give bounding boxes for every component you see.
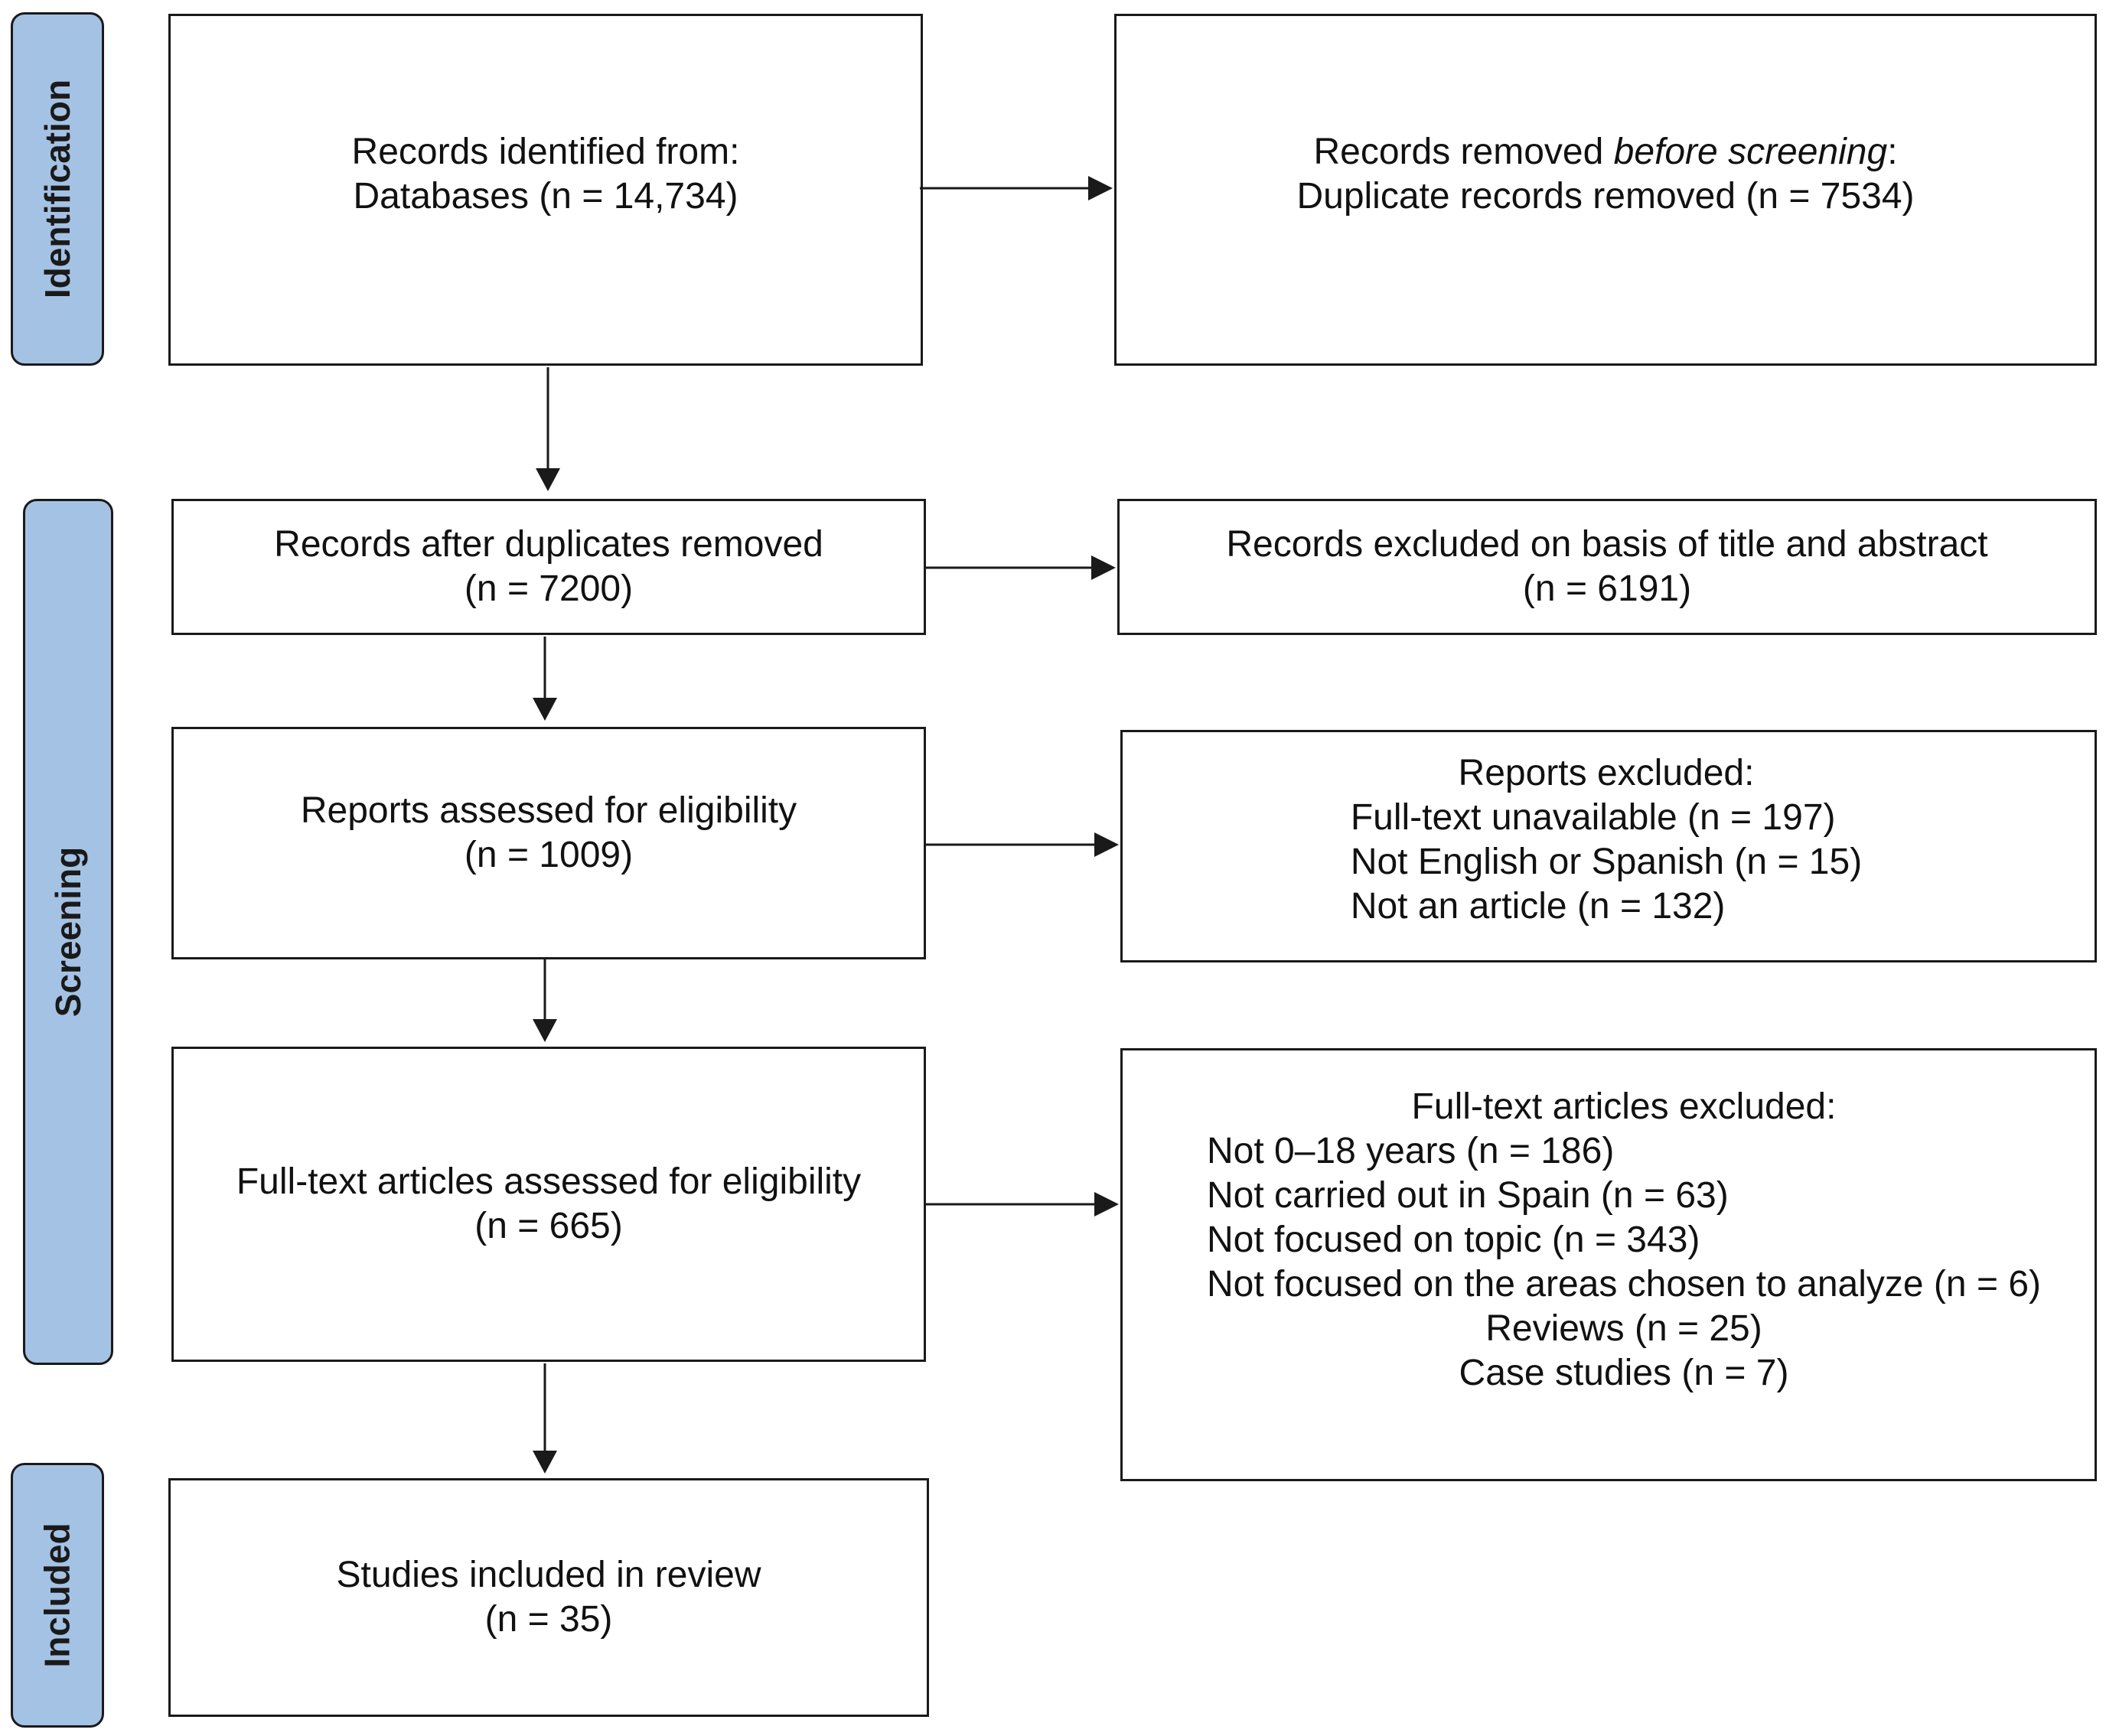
fulltext-excluded-item-centered: Case studies (n = 7) [1459,1353,1789,1393]
arrowhead-right [1088,176,1113,200]
box-records-removed-before-screening: Records removed before screening: Duplic… [1114,14,2097,366]
after-duplicates-line1: Records after duplicates removed [274,524,823,565]
studies-included-line1: Studies included in review [336,1555,761,1595]
records-identified-line1: Records identified from: [351,132,740,172]
records-removed-line1: Records removed before screening: [1313,130,1897,174]
fulltext-excluded-item-centered: Reviews (n = 25) [1485,1308,1762,1349]
fulltext-excluded-item: Not 0–18 years (n = 186) [1206,1131,1615,1171]
box-fulltext-excluded: Full-text articles excluded: Not 0–18 ye… [1120,1048,2097,1481]
arrowhead-right [1091,555,1116,580]
reports-assessed-line1: Reports assessed for eligibility [300,790,797,831]
reports-excluded-item: Not English or Spanish (n = 15) [1350,842,1863,882]
arrowhead-right [1094,1192,1119,1217]
arrowhead-down [536,468,560,491]
box-fulltext-assessed: Full-text articles assessed for eligibil… [171,1047,926,1362]
reports-assessed-line2: (n = 1009) [464,835,634,875]
excluded-title-abstract-line2: (n = 6191) [1522,568,1692,609]
records-removed-line2: Duplicate records removed (n = 7534) [1296,176,1915,217]
records-identified-line2: Databases (n = 14,734) [353,176,738,217]
fulltext-excluded-item: Not focused on topic (n = 343) [1206,1220,1700,1260]
records-removed-suffix: : [1887,132,1898,172]
records-removed-italic: before screening [1613,132,1888,172]
arrowhead-down [533,1451,557,1474]
box-reports-excluded: Reports excluded: Full-text unavailable … [1120,730,2097,962]
studies-included-line2: (n = 35) [484,1599,613,1640]
fulltext-assessed-line2: (n = 665) [474,1206,623,1246]
fulltext-assessed-line1: Full-text articles assessed for eligibil… [236,1161,862,1202]
stage-included: Included [11,1463,104,1728]
box-studies-included: Studies included in review (n = 35) [168,1478,929,1717]
fulltext-excluded-item: Not carried out in Spain (n = 63) [1206,1175,1729,1216]
stage-identification: Identification [11,12,104,366]
reports-excluded-item: Not an article (n = 132) [1350,886,1726,927]
reports-excluded-list: Reports excluded: Full-text unavailable … [1351,751,1862,929]
arrowhead-down [533,1019,557,1042]
fulltext-excluded-heading: Full-text articles excluded: [1411,1086,1837,1127]
fulltext-excluded-item: Not focused on the areas chosen to analy… [1206,1264,2041,1304]
arrowhead-down [533,698,557,721]
after-duplicates-line2: (n = 7200) [464,568,634,609]
box-reports-assessed: Reports assessed for eligibility (n = 10… [171,727,926,959]
reports-excluded-heading: Reports excluded: [1458,753,1755,793]
fulltext-excluded-list: Full-text articles excluded: Not 0–18 ye… [1207,1085,2041,1396]
excluded-title-abstract-line1: Records excluded on basis of title and a… [1226,524,1988,565]
records-removed-prefix: Records removed [1313,132,1614,172]
arrowhead-right [1094,832,1119,857]
box-records-after-duplicates: Records after duplicates removed (n = 72… [171,499,926,635]
box-records-excluded-title-abstract: Records excluded on basis of title and a… [1117,499,2097,635]
reports-excluded-item: Full-text unavailable (n = 197) [1350,797,1836,838]
stage-screening: Screening [23,499,113,1365]
box-records-identified: Records identified from: Databases (n = … [168,14,923,366]
